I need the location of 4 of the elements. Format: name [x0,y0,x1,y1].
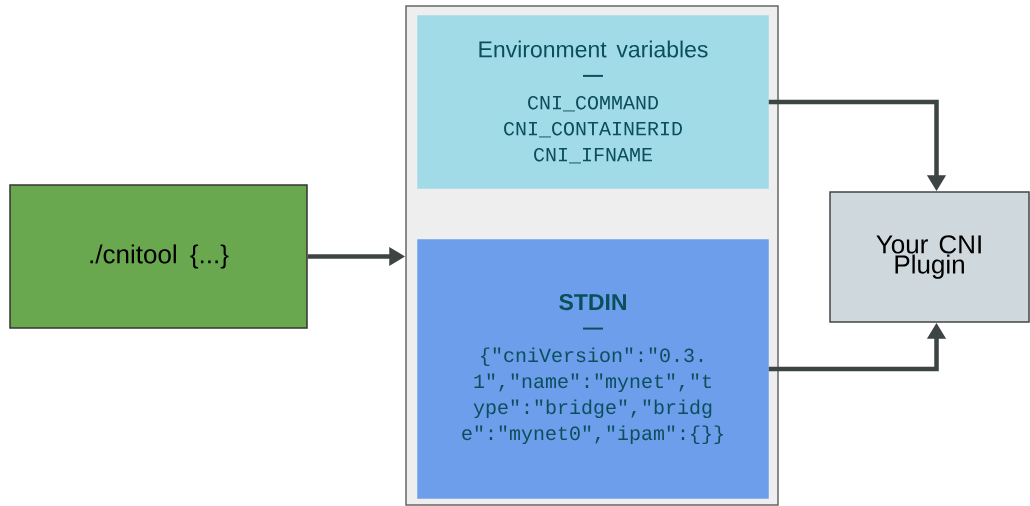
variables-box: Environment variables — CNI_COMMAND CNI_CONTAINERID CNI_IFNAME [417,15,769,189]
plugin-box: Your CNI Plugin [829,191,1030,323]
command-box: ./cnitool {...} [9,184,308,329]
stdin-box: STDIN — {"cniVersion":"0.3.1","name":"mynet","type":"bridge","bridge":"mynet0","ipam":{}} [417,239,769,499]
